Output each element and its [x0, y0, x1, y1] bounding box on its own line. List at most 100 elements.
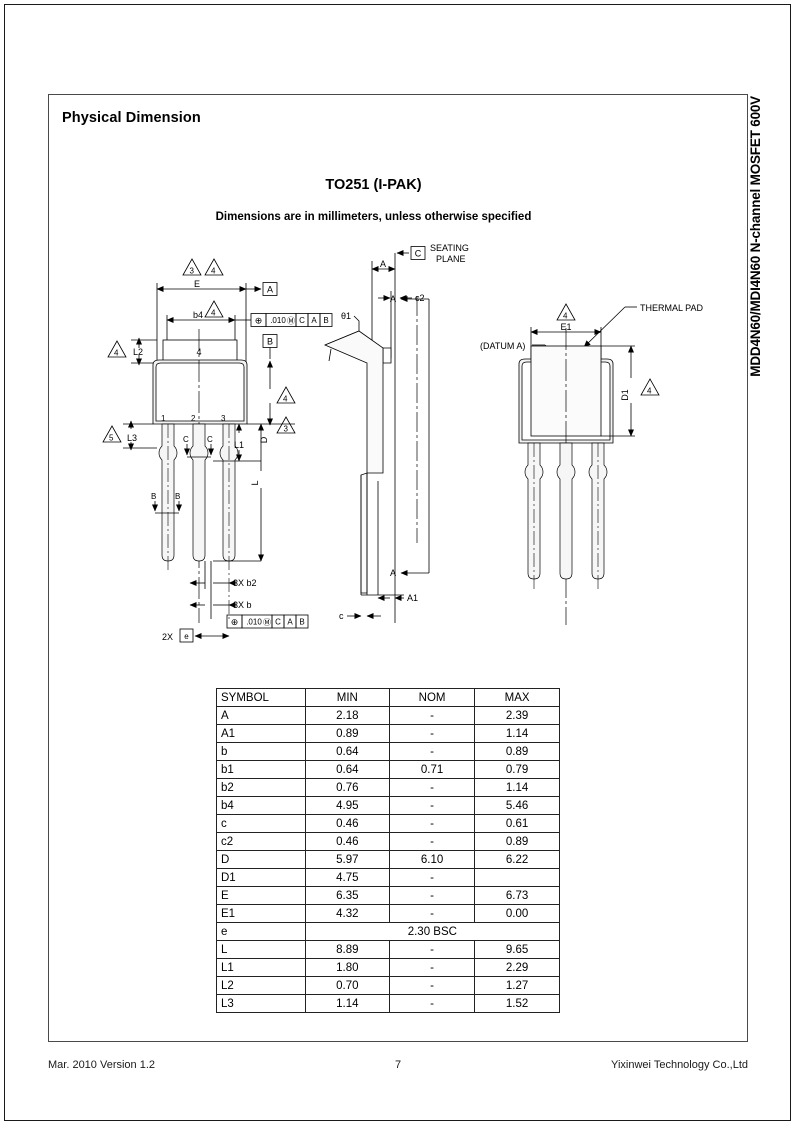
cell-nom: - [389, 778, 476, 797]
dim-B-right-label: B [175, 492, 180, 501]
cell-symbol: A [216, 706, 306, 725]
cell-nom: 6.10 [389, 850, 476, 869]
dim-B-left-label: B [151, 492, 156, 501]
note-triangle-4-b4: 4 [204, 300, 224, 318]
cell-symbol: b [216, 742, 306, 761]
cell-symbol: L [216, 940, 306, 959]
cell-max: 0.00 [474, 904, 560, 923]
dim-D1-label: D1 [620, 389, 630, 401]
cell-min: 0.70 [304, 976, 391, 995]
svg-text:4: 4 [563, 312, 568, 321]
cell-nom: - [389, 868, 476, 887]
cell-symbol: A1 [216, 724, 306, 743]
cell-span-value: 2.30 BSC [304, 922, 561, 941]
note-triangle-4-D1: 4 [640, 378, 660, 396]
note-triangle-3-label: 3 [190, 267, 195, 276]
dim-L3-label: L3 [127, 433, 137, 443]
note-triangle-4-top: 4 [204, 258, 224, 276]
dimension-units-note: Dimensions are in millimeters, unless ot… [215, 211, 532, 223]
cell-min: 0.46 [304, 832, 391, 851]
cell-nom: - [389, 742, 476, 761]
cell-min: 8.89 [304, 940, 391, 959]
cell-min: 6.35 [304, 886, 391, 905]
dim-A-top-label: A [380, 259, 386, 269]
feature-control-frame-bottom: ⊕ .010 Ⓜ C A B [226, 614, 309, 629]
footer-company: Yixinwei Technology Co.,Ltd [611, 1059, 748, 1071]
dim-D-label: D [259, 436, 269, 443]
cell-min: 0.89 [304, 724, 391, 743]
svg-text:4: 4 [211, 309, 216, 318]
cell-symbol: L1 [216, 958, 306, 977]
back-view-drawing: 4 E1 THERMAL PAD D1 4 [518, 303, 704, 625]
dim-A1-label: A1 [407, 593, 418, 603]
cell-nom: - [389, 904, 476, 923]
cell-symbol: b2 [216, 778, 306, 797]
note-triangle-4-E1: 4 [556, 303, 576, 321]
col-header-max: MAX [474, 688, 560, 707]
cell-max: 0.89 [474, 742, 560, 761]
dim-C-right-label: C [207, 435, 213, 444]
cell-max: 2.29 [474, 958, 560, 977]
cell-symbol: E1 [216, 904, 306, 923]
cell-max: 0.89 [474, 832, 560, 851]
col-header-symbol: SYMBOL [216, 688, 306, 707]
svg-text:B: B [323, 316, 328, 325]
cell-nom: 0.71 [389, 760, 476, 779]
note-3x-b-label: 3X b [233, 600, 252, 610]
note-3x-b2-label: 3X b2 [233, 578, 257, 588]
feature-control-frame-top: ⊕ .010 Ⓜ C A B [250, 313, 333, 327]
datum-c-box-label: C [415, 249, 422, 259]
svg-text:4: 4 [647, 387, 652, 396]
svg-text:B: B [299, 618, 304, 627]
svg-text:C: C [275, 618, 281, 627]
footer-page-number: 7 [394, 1059, 402, 1071]
seating-plane-label-2: PLANE [436, 254, 466, 264]
cell-max [474, 868, 560, 887]
cell-symbol: L2 [216, 976, 306, 995]
top-view-drawing: 3 4 E A 4 b4 ⊕ .010 Ⓜ [102, 258, 333, 643]
cell-nom: - [389, 706, 476, 725]
cell-min: 4.95 [304, 796, 391, 815]
pin-3-label: 3 [221, 414, 226, 423]
section-arrow-a-bottom: A [390, 568, 396, 578]
dim-C-left-label: C [183, 435, 189, 444]
cell-nom: - [389, 976, 476, 995]
cell-min: 4.75 [304, 868, 391, 887]
thermal-pad-label: THERMAL PAD [640, 303, 704, 313]
cell-symbol: c2 [216, 832, 306, 851]
svg-text:Ⓜ: Ⓜ [287, 317, 295, 326]
cell-max: 1.52 [474, 994, 560, 1013]
cell-nom: - [389, 832, 476, 851]
cell-symbol: E [216, 886, 306, 905]
datum-a-box-label: A [267, 285, 273, 295]
note-triangle-4-D: 4 [276, 386, 296, 404]
cell-min: 4.32 [304, 904, 391, 923]
dim-L2-label: L2 [133, 347, 143, 357]
cell-nom: - [389, 994, 476, 1013]
svg-text:4: 4 [283, 395, 288, 404]
side-title-text: MDD4N60/MDI4N60 N-channel MOSFET 600V [748, 96, 764, 377]
cell-nom: - [389, 940, 476, 959]
page-outer-border [4, 4, 791, 1121]
cell-symbol: L3 [216, 994, 306, 1013]
svg-text:⊕: ⊕ [231, 617, 239, 627]
cell-nom: - [389, 886, 476, 905]
package-body-top-view [152, 359, 248, 425]
cell-symbol: b4 [216, 796, 306, 815]
package-outline-drawings: 3 4 E A 4 b4 ⊕ .010 Ⓜ [95, 243, 715, 655]
leads-top-view [158, 423, 239, 621]
pad-4-label: 4 [196, 347, 201, 357]
cell-nom: - [389, 814, 476, 833]
cell-min: 1.80 [304, 958, 391, 977]
dim-c2-label: c2 [415, 293, 425, 303]
cell-min: 1.14 [304, 994, 391, 1013]
